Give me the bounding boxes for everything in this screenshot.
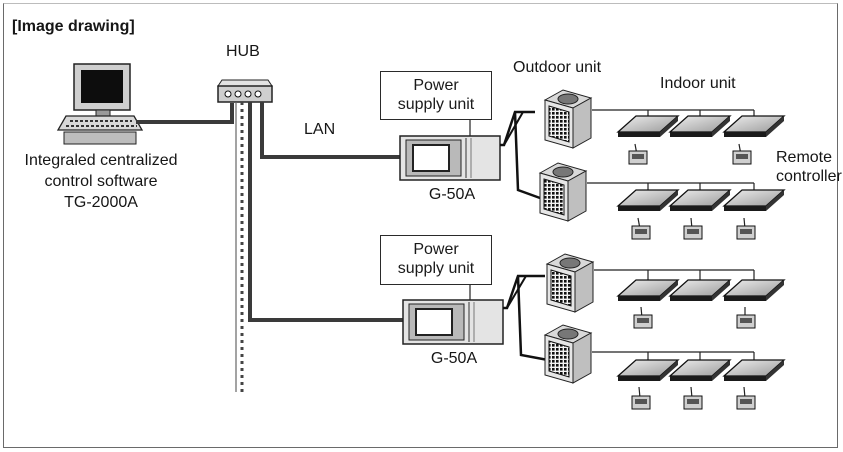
indoor-unit-icon-8	[668, 279, 732, 301]
outdoor-cables-1	[500, 110, 541, 200]
outdoor-unit-icon-2	[538, 162, 588, 222]
indoor-unit-icon-7	[616, 279, 680, 301]
indoor-unit-icon-3	[722, 115, 786, 137]
remote-controller-icon-5	[736, 225, 756, 240]
indoor-unit-icon-9	[722, 279, 786, 301]
outdoor-unit-icon-1	[543, 89, 593, 149]
indoor-unit-icon-4	[616, 189, 680, 211]
indoor-unit-icon-1	[616, 115, 680, 137]
remote-controller-icon-3	[631, 225, 651, 240]
hub-icon	[217, 79, 273, 103]
outdoor-cables-2	[503, 274, 549, 362]
outdoor-unit-label: Outdoor unit	[513, 59, 602, 76]
hub-label: HUB	[226, 43, 260, 60]
remote-controller-icon-1	[628, 150, 648, 165]
g50a-controller-2	[402, 299, 504, 345]
indoor-unit-icon-2	[668, 115, 732, 137]
lan-label: LAN	[304, 121, 336, 138]
outdoor-unit-icon-3	[545, 253, 595, 313]
remote-controller-icon-7	[736, 314, 756, 329]
outdoor-units	[538, 89, 595, 384]
remote-controller-icon-4	[683, 225, 703, 240]
g50a-controller-1	[399, 135, 501, 181]
pc-hub-cable	[136, 103, 234, 124]
indoor-wiring-1	[592, 109, 755, 156]
remote-controller-label: Remote controller	[776, 149, 842, 185]
remote-controller-icon-9	[683, 395, 703, 410]
indoor-unit-icon-11	[668, 359, 732, 381]
hub-cables	[235, 102, 403, 392]
outdoor-unit-icon-4	[543, 324, 593, 384]
indoor-unit-label: Indoor unit	[660, 75, 736, 92]
software-label: Integraled centralized control software …	[24, 152, 178, 211]
indoor-unit-icon-6	[722, 189, 786, 211]
indoor-unit-icon-10	[616, 359, 680, 381]
power-supply-unit-2: Power supply unit	[380, 235, 492, 285]
g50a-label-1: G-50A	[428, 186, 476, 203]
g50a-label-2: G-50A	[430, 350, 478, 367]
remote-controller-icon-8	[631, 395, 651, 410]
indoor-wiring-3	[594, 269, 755, 319]
remote-controller-icon-6	[633, 314, 653, 329]
indoor-unit-icon-5	[668, 189, 732, 211]
indoor-units	[587, 109, 786, 410]
indoor-unit-icon-12	[722, 359, 786, 381]
power-supply-unit-1: Power supply unit	[380, 71, 492, 120]
caption-label: [Image drawing]	[12, 18, 135, 35]
remote-controller-icon-10	[736, 395, 756, 410]
remote-controller-icon-2	[732, 150, 752, 165]
computer-icon	[56, 63, 144, 145]
